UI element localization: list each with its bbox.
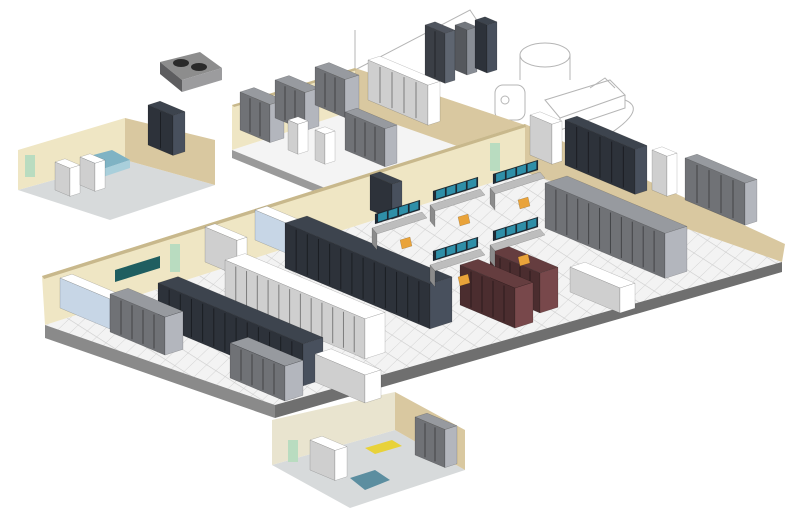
- switchgear-cabinet: [344, 107, 398, 168]
- rack-side: [429, 276, 453, 330]
- monitor-screen: [398, 204, 409, 216]
- cabinet: [684, 153, 758, 226]
- rack-side: [666, 152, 678, 197]
- monitor-screen: [495, 170, 506, 183]
- rack-front: [454, 24, 468, 76]
- monitor-screen: [435, 247, 446, 260]
- rack-side: [744, 179, 758, 226]
- cabinet: [651, 146, 678, 197]
- monitor-screen: [516, 221, 527, 233]
- rack-side: [324, 130, 336, 165]
- chair: [517, 196, 531, 210]
- door: [490, 143, 500, 171]
- wall-display: [115, 256, 160, 282]
- door: [170, 244, 180, 272]
- monitor-screen: [506, 167, 516, 180]
- chair: [517, 253, 531, 267]
- monitor-screen: [467, 177, 477, 190]
- rack-side: [94, 159, 106, 192]
- network-rack: [564, 115, 648, 195]
- rack-side: [364, 369, 382, 404]
- control-panel: [314, 126, 336, 165]
- monitor-screen: [467, 237, 477, 250]
- rack-side: [364, 312, 386, 360]
- operator-console-icon: [429, 236, 486, 288]
- monitor-screen: [446, 184, 456, 197]
- rack-side: [619, 282, 636, 314]
- rack-side: [444, 425, 458, 468]
- rack-front: [651, 149, 668, 197]
- rack-front: [79, 156, 96, 192]
- rack-side: [539, 266, 559, 314]
- monitor-screen: [377, 210, 388, 223]
- operator-console-icon: [371, 199, 428, 251]
- control-panel: [287, 116, 309, 155]
- operator-console-icon: [489, 216, 546, 268]
- switchgear-cabinet: [414, 412, 458, 468]
- switchgear-cabinet: [239, 87, 285, 143]
- rack-front: [314, 129, 326, 165]
- monitor-screen: [527, 217, 537, 230]
- operator-console-icon: [489, 159, 546, 211]
- operator-console-icon: [429, 176, 486, 228]
- monitor-screen: [435, 187, 446, 200]
- door: [25, 155, 35, 177]
- rack-side: [172, 111, 186, 156]
- cabinet: [569, 261, 636, 314]
- chair: [457, 273, 471, 287]
- server-row: [109, 287, 184, 356]
- rack-side: [514, 281, 534, 329]
- monitor-screen: [527, 160, 537, 173]
- rack-side: [164, 310, 184, 356]
- monitor-screen: [495, 227, 506, 240]
- server-rack: [454, 21, 478, 76]
- cabinet: [314, 348, 382, 404]
- server-row: [544, 175, 688, 279]
- server-row: [284, 215, 453, 330]
- server-rack: [424, 21, 456, 84]
- generator-room: [18, 118, 215, 220]
- server-rack: [474, 16, 498, 74]
- chair: [457, 213, 471, 227]
- generator-icon: [350, 470, 390, 490]
- monitor-screen: [456, 181, 467, 193]
- battery-icon: [365, 440, 402, 454]
- server-row: [229, 336, 304, 402]
- outdoor-condenser-icon: [160, 52, 222, 92]
- rack-side: [486, 21, 498, 74]
- switchgear-cabinet: [367, 55, 441, 126]
- rack-side: [444, 29, 456, 84]
- rack-front: [54, 161, 71, 197]
- monitor-screen: [409, 200, 419, 213]
- rack-side: [69, 164, 81, 197]
- cabinet: [309, 435, 348, 481]
- rack-side: [634, 145, 648, 195]
- rack-side: [384, 124, 398, 168]
- monitor-screen: [516, 164, 527, 176]
- chair: [399, 236, 413, 250]
- rack-front: [287, 119, 299, 155]
- rack-side: [551, 120, 563, 165]
- monitor-screen: [388, 207, 398, 220]
- cabinet: [79, 153, 106, 192]
- cabinet: [147, 100, 186, 156]
- air-handler: [529, 111, 563, 165]
- rack-side: [427, 81, 441, 126]
- switchgear-cabinet: [314, 62, 360, 118]
- rack-side: [664, 226, 688, 279]
- monitor-screen: [456, 241, 467, 253]
- monitor-screen: [446, 244, 456, 257]
- rack-side: [297, 120, 309, 155]
- cabinet: [54, 158, 81, 197]
- rack-side: [334, 446, 348, 481]
- server-row: [459, 258, 534, 329]
- door: [288, 440, 298, 462]
- rack-front: [474, 19, 488, 74]
- server-row: [224, 253, 386, 360]
- rack-side: [284, 359, 304, 402]
- monitor-screen: [506, 224, 516, 237]
